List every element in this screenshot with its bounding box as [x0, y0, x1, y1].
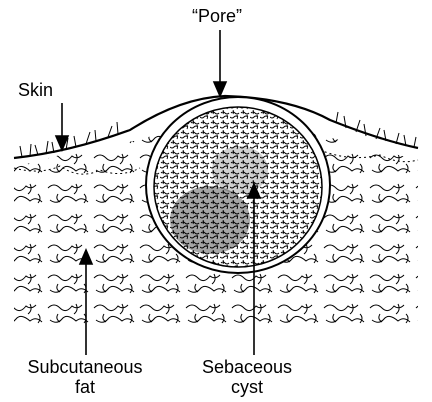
cyst-label-line2: cyst — [182, 377, 312, 397]
pore-label: “Pore” — [172, 6, 262, 26]
skin-label-text: Skin — [18, 80, 53, 100]
sebaceous-cyst-body — [146, 97, 330, 273]
subcutaneous-fat-label: Subcutaneous fat — [0, 357, 170, 397]
cyst-label-line1: Sebaceous — [182, 357, 312, 377]
skin-label: Skin — [18, 80, 78, 100]
sebaceous-cyst-label: Sebaceous cyst — [182, 357, 312, 397]
pore-label-text: “Pore” — [192, 6, 242, 26]
fat-label-line1: Subcutaneous — [0, 357, 170, 377]
fat-label-line2: fat — [0, 377, 170, 397]
